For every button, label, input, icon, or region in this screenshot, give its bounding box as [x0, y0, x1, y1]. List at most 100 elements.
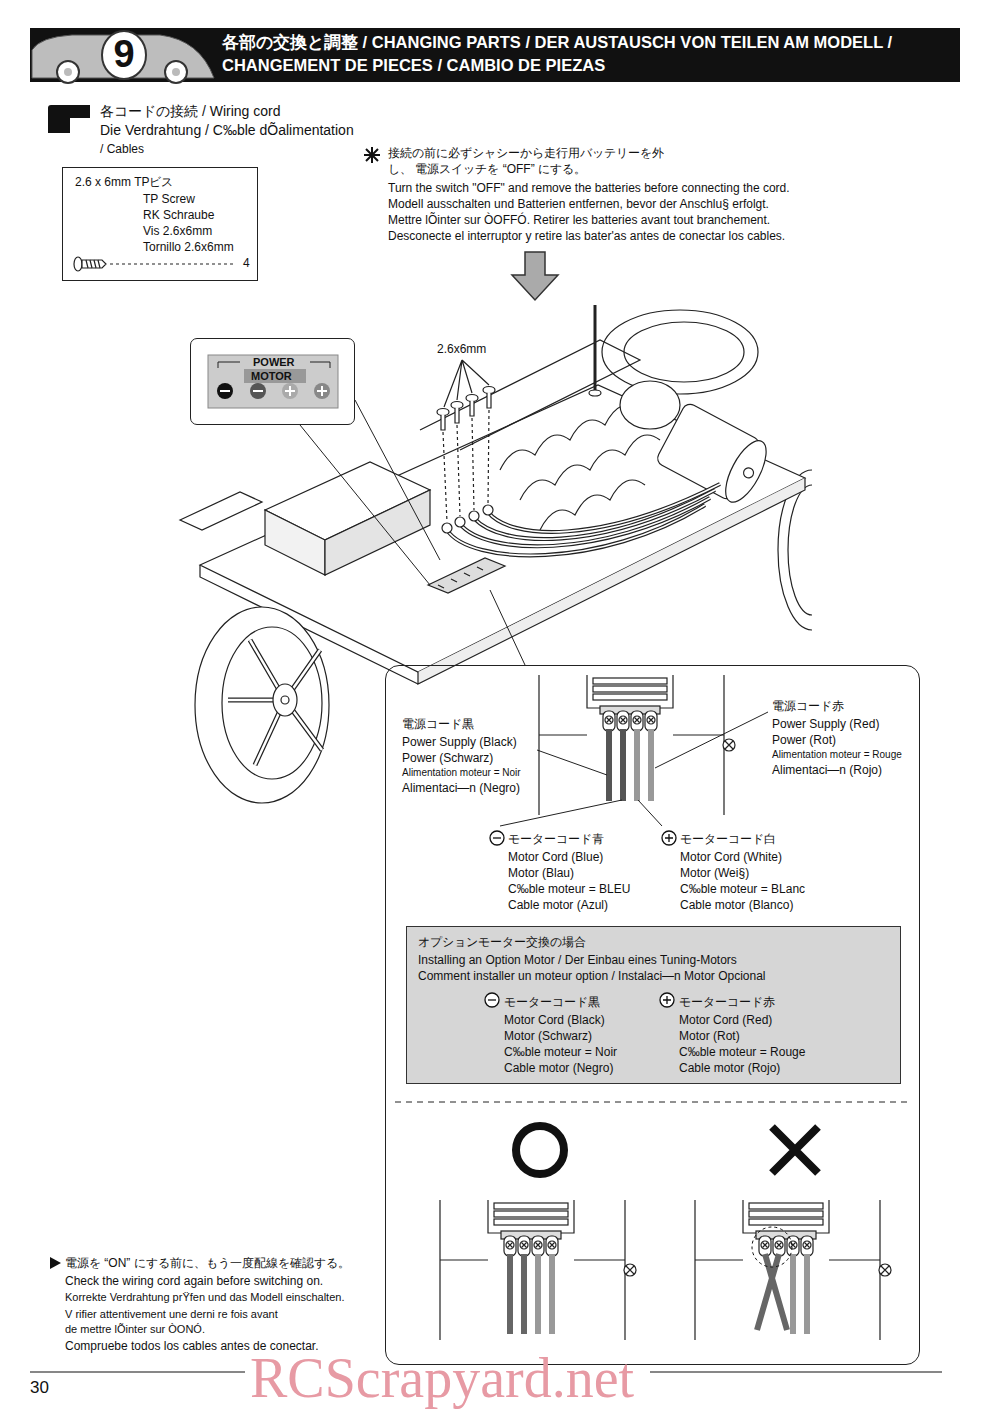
- chassis-illustration: [444, 360, 489, 407]
- terminal-closeup: [500, 712, 768, 826]
- chassis-illustration: [624, 322, 744, 382]
- chassis-illustration: [589, 390, 601, 396]
- node-text: C‰ble moteur = Noir: [504, 1045, 617, 1059]
- chassis-illustration: [438, 567, 483, 588]
- node-text: Motor (Wei§): [680, 866, 749, 880]
- node-text: POWER: [253, 356, 295, 369]
- node-text: RK Schraube: [143, 208, 214, 222]
- chassis-illustration: [540, 480, 645, 530]
- chassis-illustration: [418, 478, 805, 684]
- right-wrong-examples: [549, 1254, 555, 1334]
- node-text: Alimentation moteur = Noir: [402, 767, 521, 779]
- inset-graphics: [317, 386, 327, 396]
- node-text: C‰ble moteur = Rouge: [679, 1045, 805, 1059]
- terminal-closeup: [606, 729, 654, 801]
- section-icon: [48, 105, 90, 133]
- right-wrong-examples: [695, 1200, 891, 1340]
- polarity-symbols: [663, 996, 671, 1004]
- header-bar: [57, 61, 79, 83]
- inset-graphics: [314, 383, 330, 399]
- right-wrong-examples: [521, 1254, 527, 1334]
- section-heading: / Cables: [100, 142, 144, 156]
- down-arrow: [512, 252, 558, 300]
- node-text: Power (Schwarz): [402, 751, 493, 765]
- terminal-closeup: [606, 729, 612, 801]
- screw-icon: [86, 260, 100, 268]
- node-text: Cable motor (Blanco): [680, 898, 793, 912]
- warning-note: Desconecte el interruptor y retire las b…: [388, 229, 785, 243]
- right-wrong-examples: [395, 1102, 910, 1340]
- chassis-illustration: [281, 696, 289, 704]
- screw-icon: [82, 260, 106, 268]
- chassis-illustration: [455, 517, 465, 527]
- node-text: Cable motor (Azul): [508, 898, 608, 912]
- inset-graphics: [355, 400, 440, 560]
- node-text: モーターコード白: [680, 832, 776, 846]
- polarity-symbols: [485, 993, 499, 1007]
- node-text: Comment installer un moteur option / Ins…: [418, 969, 766, 983]
- right-wrong-examples: [804, 1254, 810, 1334]
- chassis-illustration: [455, 408, 459, 423]
- check-note: 電源を “ON” にする前に、もう一度配線を確認する。: [65, 1256, 350, 1270]
- right-wrong-examples: [516, 1126, 564, 1174]
- chassis-illustration: [466, 395, 478, 402]
- inset-graphics: [208, 355, 525, 665]
- chassis-illustration: [488, 484, 720, 532]
- warning-asterisk: [364, 147, 380, 163]
- right-wrong-examples: [772, 1127, 818, 1173]
- warning-asterisk: [364, 147, 380, 163]
- step-number: 9: [113, 34, 135, 76]
- check-note: V rifier attentivement une derni re fois…: [65, 1307, 287, 1337]
- warning-note: Modell ausschalten und Batterien entfern…: [388, 197, 769, 211]
- screw-icon: [110, 263, 234, 264]
- node-text: Motor (Blau): [508, 866, 574, 880]
- node-text: MOTOR: [251, 370, 292, 383]
- terminal-closeup: [648, 729, 654, 801]
- node-text: Tornillo 2.6x6mm: [143, 240, 234, 254]
- chassis-illustration: [437, 409, 449, 416]
- node-text: Vis 2.6x6mm: [143, 224, 212, 238]
- chassis-illustration: [428, 558, 505, 593]
- chassis-illustration: [273, 684, 297, 716]
- chassis-illustration: [325, 490, 430, 575]
- node-text: 電源コード黒: [402, 717, 474, 731]
- chassis-illustration: [488, 484, 720, 532]
- screw-icon: [74, 257, 234, 271]
- polarity-symbols: [488, 999, 496, 1000]
- right-wrong-examples: [752, 1227, 810, 1334]
- node-text: Cable motor (Rojo): [679, 1061, 780, 1075]
- node-text: 2.6 x 6mm TPビス: [75, 175, 173, 189]
- screw-size: 2.6x6mm: [437, 342, 486, 356]
- node-text: Motor Cord (Blue): [508, 850, 603, 864]
- chassis-illustration: [788, 485, 812, 615]
- node-text: Motor (Schwarz): [504, 1029, 592, 1043]
- down-arrow: [512, 252, 558, 300]
- polarity-symbols: [665, 834, 673, 842]
- page-title: 各部の交換と調整 / CHANGING PARTS / DER AUSTAUSC…: [222, 31, 957, 77]
- chassis-illustration: [469, 511, 479, 521]
- chassis-illustration: [483, 505, 493, 515]
- node-text: Installing an Option Motor / Der Einbau …: [418, 953, 737, 967]
- node-text: オプションモーター交換の場合: [418, 935, 586, 949]
- right-wrong-examples: [535, 1254, 541, 1334]
- node-text: Alimentation moteur = Rouge: [772, 749, 902, 761]
- terminal-inset: POWERMOTOR: [190, 338, 355, 425]
- node-text: Cable motor (Negro): [504, 1061, 613, 1075]
- polarity-symbols: [660, 993, 674, 1007]
- page-furniture: [50, 1257, 61, 1269]
- terminal-closeup: [539, 675, 735, 815]
- option-motor-box: オプションモーター交換の場合 Installing an Option Motor…: [406, 926, 901, 1084]
- node-text: 4: [243, 256, 250, 270]
- chassis-illustration: [195, 607, 329, 803]
- page-furniture: [30, 1371, 245, 1372]
- polarity-symbols: [490, 831, 504, 845]
- polarity-symbols: [493, 837, 501, 838]
- chassis-illustration: [474, 490, 715, 539]
- option-box-ground: [406, 926, 901, 1084]
- node-text: Power Supply (Red): [772, 717, 879, 731]
- chassis-illustration: [228, 640, 322, 765]
- polarity-symbols: [662, 831, 676, 845]
- node-text: TP Screw: [143, 192, 195, 206]
- warning-note: Turn the switch "OFF" and remove the bat…: [388, 181, 790, 195]
